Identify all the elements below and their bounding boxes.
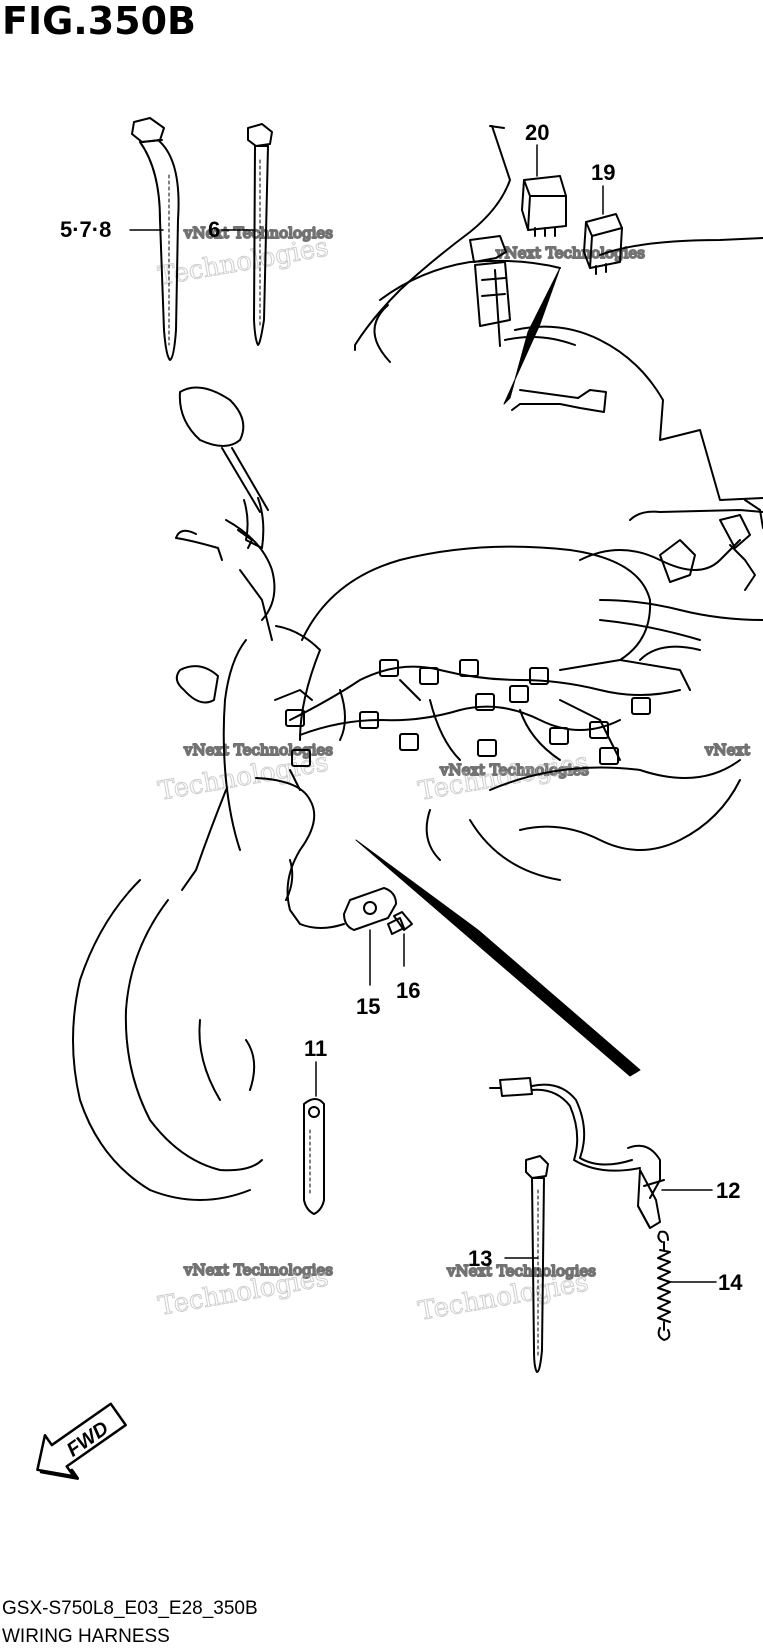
callout-16: 16 [396,978,420,1003]
watermark-group: vNext Technologies Technologies vNext Te… [156,223,751,1327]
switch-12 [489,1077,665,1229]
watermark-text: vNext Technologies [183,1261,333,1279]
cable-tie-13 [525,1155,549,1373]
spring-14 [657,1230,671,1341]
frame-upper [354,125,763,501]
leader-wedge [503,267,561,405]
watermark-text: vNext Technologies [446,1262,596,1280]
callout-19: 19 [591,160,615,185]
motorcycle-body [72,545,741,1201]
sensor-15 [255,777,397,931]
callout-11: 11 [304,1036,327,1061]
callout-6: 6 [208,217,220,242]
mirror-and-handlebar [175,386,276,641]
watermark-text: vNext Technologies [183,741,333,759]
leader-wedge [355,839,641,1077]
watermark-text: vNext Technologies [183,224,333,242]
callout-14: 14 [718,1270,743,1295]
main-harness [274,659,681,791]
figure-title: FIG.350B [2,0,197,43]
watermark-text: Technologies [416,747,591,806]
callout-13: 13 [468,1246,492,1271]
callout-5-7-8: 5·7·8 [60,217,111,242]
watermark-text: vNext Technologies [495,244,645,262]
callout-12: 12 [716,1178,740,1203]
figure-code: GSX-S750L8_E03_E28_350B [2,1598,258,1619]
bolt-16 [387,911,413,935]
watermark-text: vNext Technologies [439,761,589,779]
watermark-text: vNext [704,741,750,759]
callout-15: 15 [356,994,380,1019]
figure-name: WIRING HARNESS [2,1626,170,1647]
cable-tie-with-clip [131,117,180,361]
callout-20: 20 [525,120,549,145]
cable-tie [247,123,273,346]
clamp-11 [303,1098,325,1215]
relay-20 [521,175,567,237]
right-side-harness [579,499,763,691]
relay-19 [583,213,623,275]
fwd-arrow-icon: FWD [36,1402,127,1480]
